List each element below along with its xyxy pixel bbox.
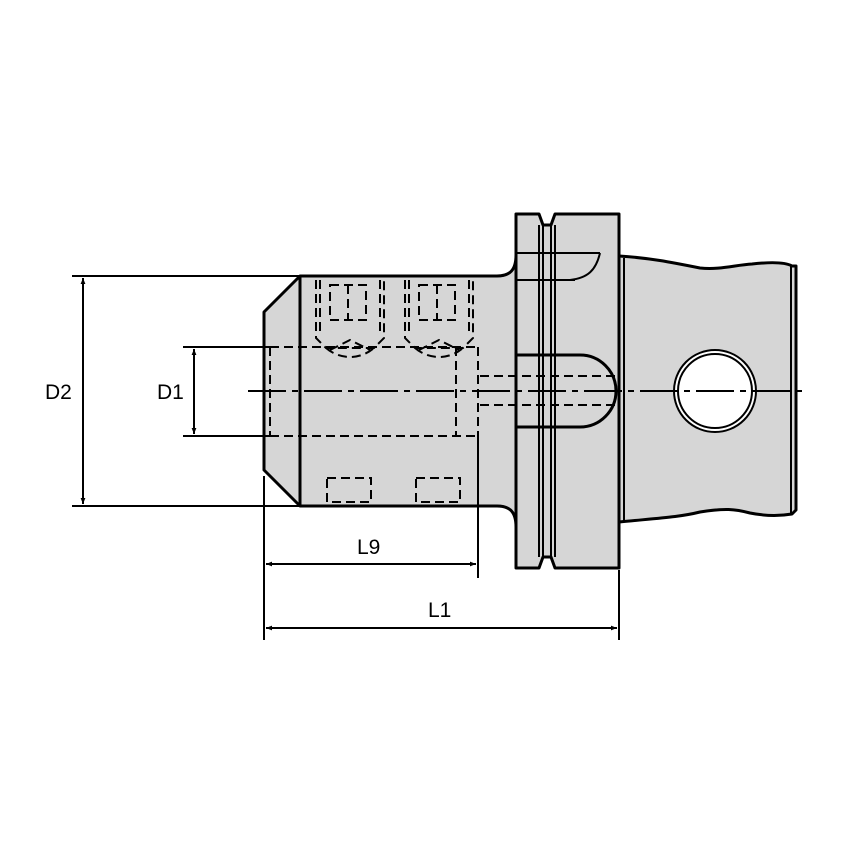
dimension-l9 (263, 436, 479, 640)
rear-shank (617, 254, 798, 524)
dimension-label-l1: L1 (428, 599, 452, 622)
set-screw-bottom-1 (326, 477, 372, 503)
dimension-d2 (72, 275, 300, 507)
dimension-label-d2: D2 (45, 381, 72, 404)
set-screw-bottom-2 (415, 477, 461, 503)
dimension-d1 (183, 346, 270, 437)
set-screw-top-1 (315, 280, 385, 358)
dimension-l1 (266, 570, 620, 640)
dimension-label-l9: L9 (357, 536, 381, 559)
dimension-label-d1: D1 (157, 381, 184, 404)
set-screw-top-2 (404, 280, 474, 358)
